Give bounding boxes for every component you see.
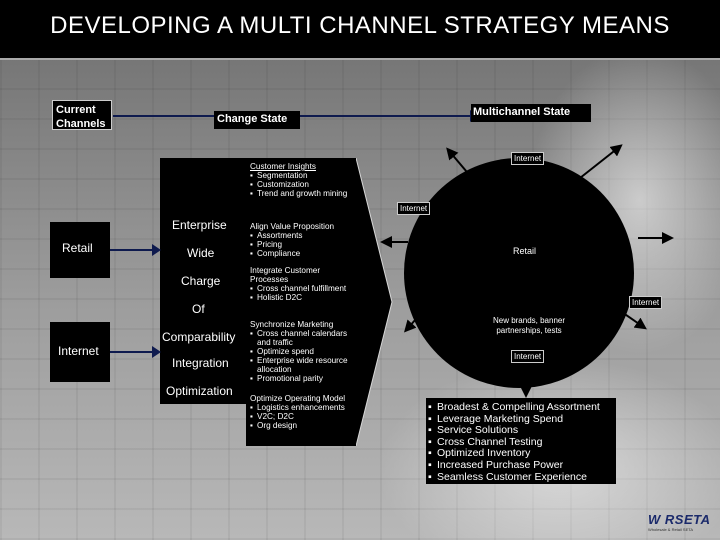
vertical-word-optimization: Optimization [166,384,233,398]
logo: W RSETA Wholesale & Retail SETA [648,512,714,536]
radiating-arrows [380,144,674,398]
section-item: Compliance [250,249,354,258]
benefit-item: Broadest & Compelling Assortment [428,401,616,414]
section-item: Customization [250,180,354,189]
benefit-item: Optimized Inventory [428,448,616,460]
benefit-item: Increased Purchase Power [428,459,616,472]
chevron-arrow-graphic [356,158,393,446]
section-item: Logistics enhancements [250,403,354,412]
vertical-word-enterprise: Enterprise [172,218,227,232]
current-channels-label: Current Channels [56,104,106,130]
retail-arrow-head [152,244,161,256]
multichannel-state-label: Multichannel State [473,106,571,118]
section-item: Assortments [250,231,354,240]
section-customer-insights: Customer Insights Segmentation Customiza… [250,162,354,198]
center-panel: Customer Insights Segmentation Customiza… [246,158,356,446]
internet-channel-label: Internet [58,344,99,358]
left-panel [160,158,246,404]
section-heading: Optimize Operating Model [250,394,346,403]
internet-tag-top: Internet [511,152,545,165]
section-item: Enterprise wide resource allocation [250,356,354,374]
arrow-lower-left [404,309,425,333]
circle-bottom-note: New brands, banner partnerships, tests [490,316,568,336]
circle-bottom-note-text: New brands, banner partnerships, tests [492,316,566,335]
arrow-upper-left [446,147,473,179]
internet-tag-left: Internet [397,202,431,215]
title-divider [0,58,720,60]
section-item: V2C; D2C [250,412,354,421]
vertical-word-integration: Integration [172,356,229,370]
section-heading: Align Value Proposition [250,222,335,231]
section-optimize-operating: Optimize Operating Model Logistics enhan… [250,394,354,430]
benefit-item: Seamless Customer Experience [428,471,616,484]
benefit-item: Cross Channel Testing [428,436,616,449]
circle-center-label: Retail [513,246,537,256]
internet-arrow [110,351,154,353]
logo-tagline: Wholesale & Retail SETA [648,527,694,532]
internet-arrow-head [152,346,161,358]
logo-text: W RSETA [648,512,711,527]
arrow-lower-right [615,307,647,330]
benefit-item: Service Solutions [428,425,616,437]
benefit-item: Leverage Marketing Spend [428,413,616,426]
multichannel-state-box: Multichannel State [471,104,591,122]
retail-channel-label: Retail [62,241,93,255]
title-bar [0,0,720,60]
change-state-label: Change State [217,113,288,125]
section-heading: Integrate Customer Processes [250,266,321,284]
section-synchronize-marketing: Synchronize Marketing Cross channel cale… [250,320,354,383]
section-item: Segmentation [250,171,354,180]
multichannel-circle [404,158,634,388]
section-item: Pricing [250,240,354,249]
section-integrate-customer: Integrate Customer Processes Cross chann… [250,266,354,302]
internet-tag-right: Internet [629,296,663,309]
section-item: Trend and growth mining [250,189,354,198]
change-state-box: Change State [214,111,300,129]
section-align-value: Align Value Proposition Assortments Pric… [250,222,354,258]
retail-channel-box: Retail [50,222,110,278]
vertical-word-comparability: Comparability [162,330,236,344]
internet-tag-bottom: Internet [511,350,545,363]
section-heading: Customer Insights [250,162,316,171]
section-item: Cross channel calendars and traffic [250,329,354,347]
section-item: Optimize spend [250,347,354,356]
current-channels-box: Current Channels [52,100,112,130]
section-item: Org design [250,421,354,430]
retail-arrow [110,249,154,251]
vertical-word-wide: Wide [187,246,215,260]
section-item: Holistic D2C [250,293,354,302]
vertical-word-of: Of [192,302,205,316]
slide-title: DEVELOPING A MULTI CHANNEL STRATEGY MEAN… [50,12,670,39]
section-item: Promotional parity [250,374,354,383]
section-item: Cross channel fulfillment [250,284,354,293]
arrow-upper-right [579,144,623,179]
vertical-word-charge: Charge [181,274,221,288]
benefits-box: Broadest & Compelling Assortment Leverag… [426,398,616,484]
section-heading: Synchronize Marketing [250,320,334,329]
internet-channel-box: Internet [50,322,110,382]
